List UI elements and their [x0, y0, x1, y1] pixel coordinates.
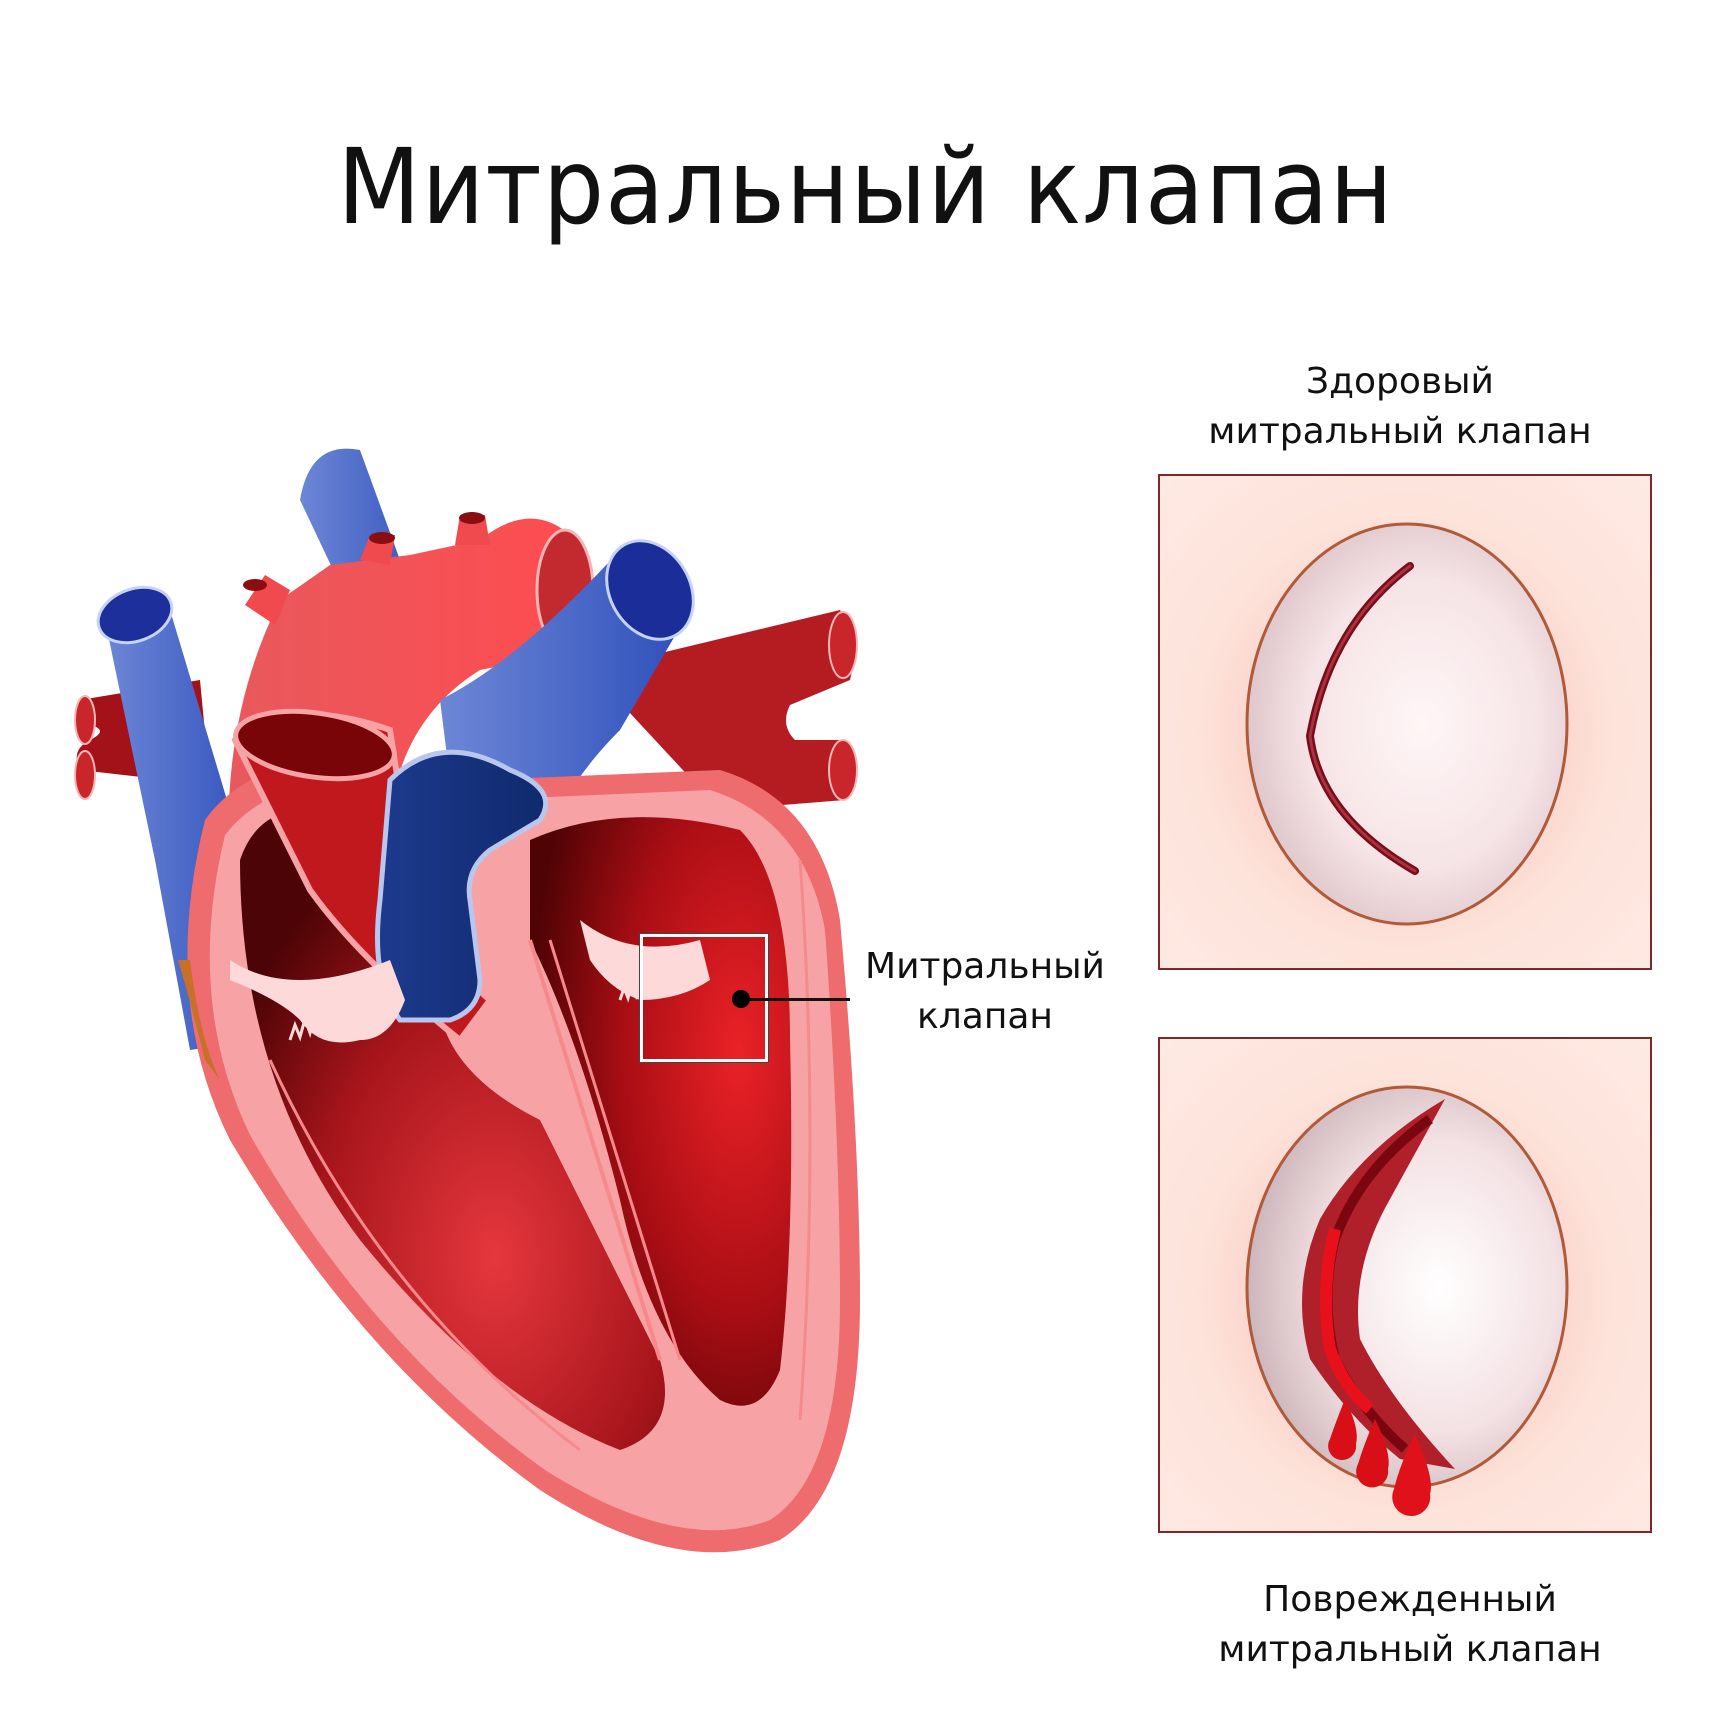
blood-drop-icon [1328, 1399, 1357, 1460]
pointer-dot [732, 990, 750, 1008]
healthy-caption-line2: митральный клапан [1208, 411, 1592, 452]
healthy-valve-illustration [1245, 522, 1569, 926]
mitral-valve-label-line1: Митральный [865, 946, 1105, 987]
healthy-caption-line1: Здоровый [1306, 361, 1494, 402]
mitral-valve-label: Митральный клапан [865, 942, 1105, 1042]
healthy-valve-panel [1158, 474, 1652, 970]
blood-drop-icon [1392, 1434, 1431, 1516]
damaged-caption-line2: митральный клапан [1218, 1629, 1602, 1670]
damaged-valve-illustration [1245, 1085, 1569, 1516]
heart-cross-section-illustration [74, 448, 861, 1553]
page-title: Митральный клапан [337, 126, 1394, 248]
pointer-line [750, 998, 850, 1001]
damaged-valve-panel [1158, 1037, 1652, 1533]
damaged-caption-line1: Поврежденный [1263, 1579, 1557, 1620]
blood-drop-icon [1356, 1419, 1389, 1488]
damaged-valve-caption: Поврежденный митральный клапан [1180, 1575, 1640, 1675]
healthy-valve-caption: Здоровый митральный клапан [1160, 357, 1640, 457]
mitral-valve-label-line2: клапан [917, 996, 1053, 1037]
